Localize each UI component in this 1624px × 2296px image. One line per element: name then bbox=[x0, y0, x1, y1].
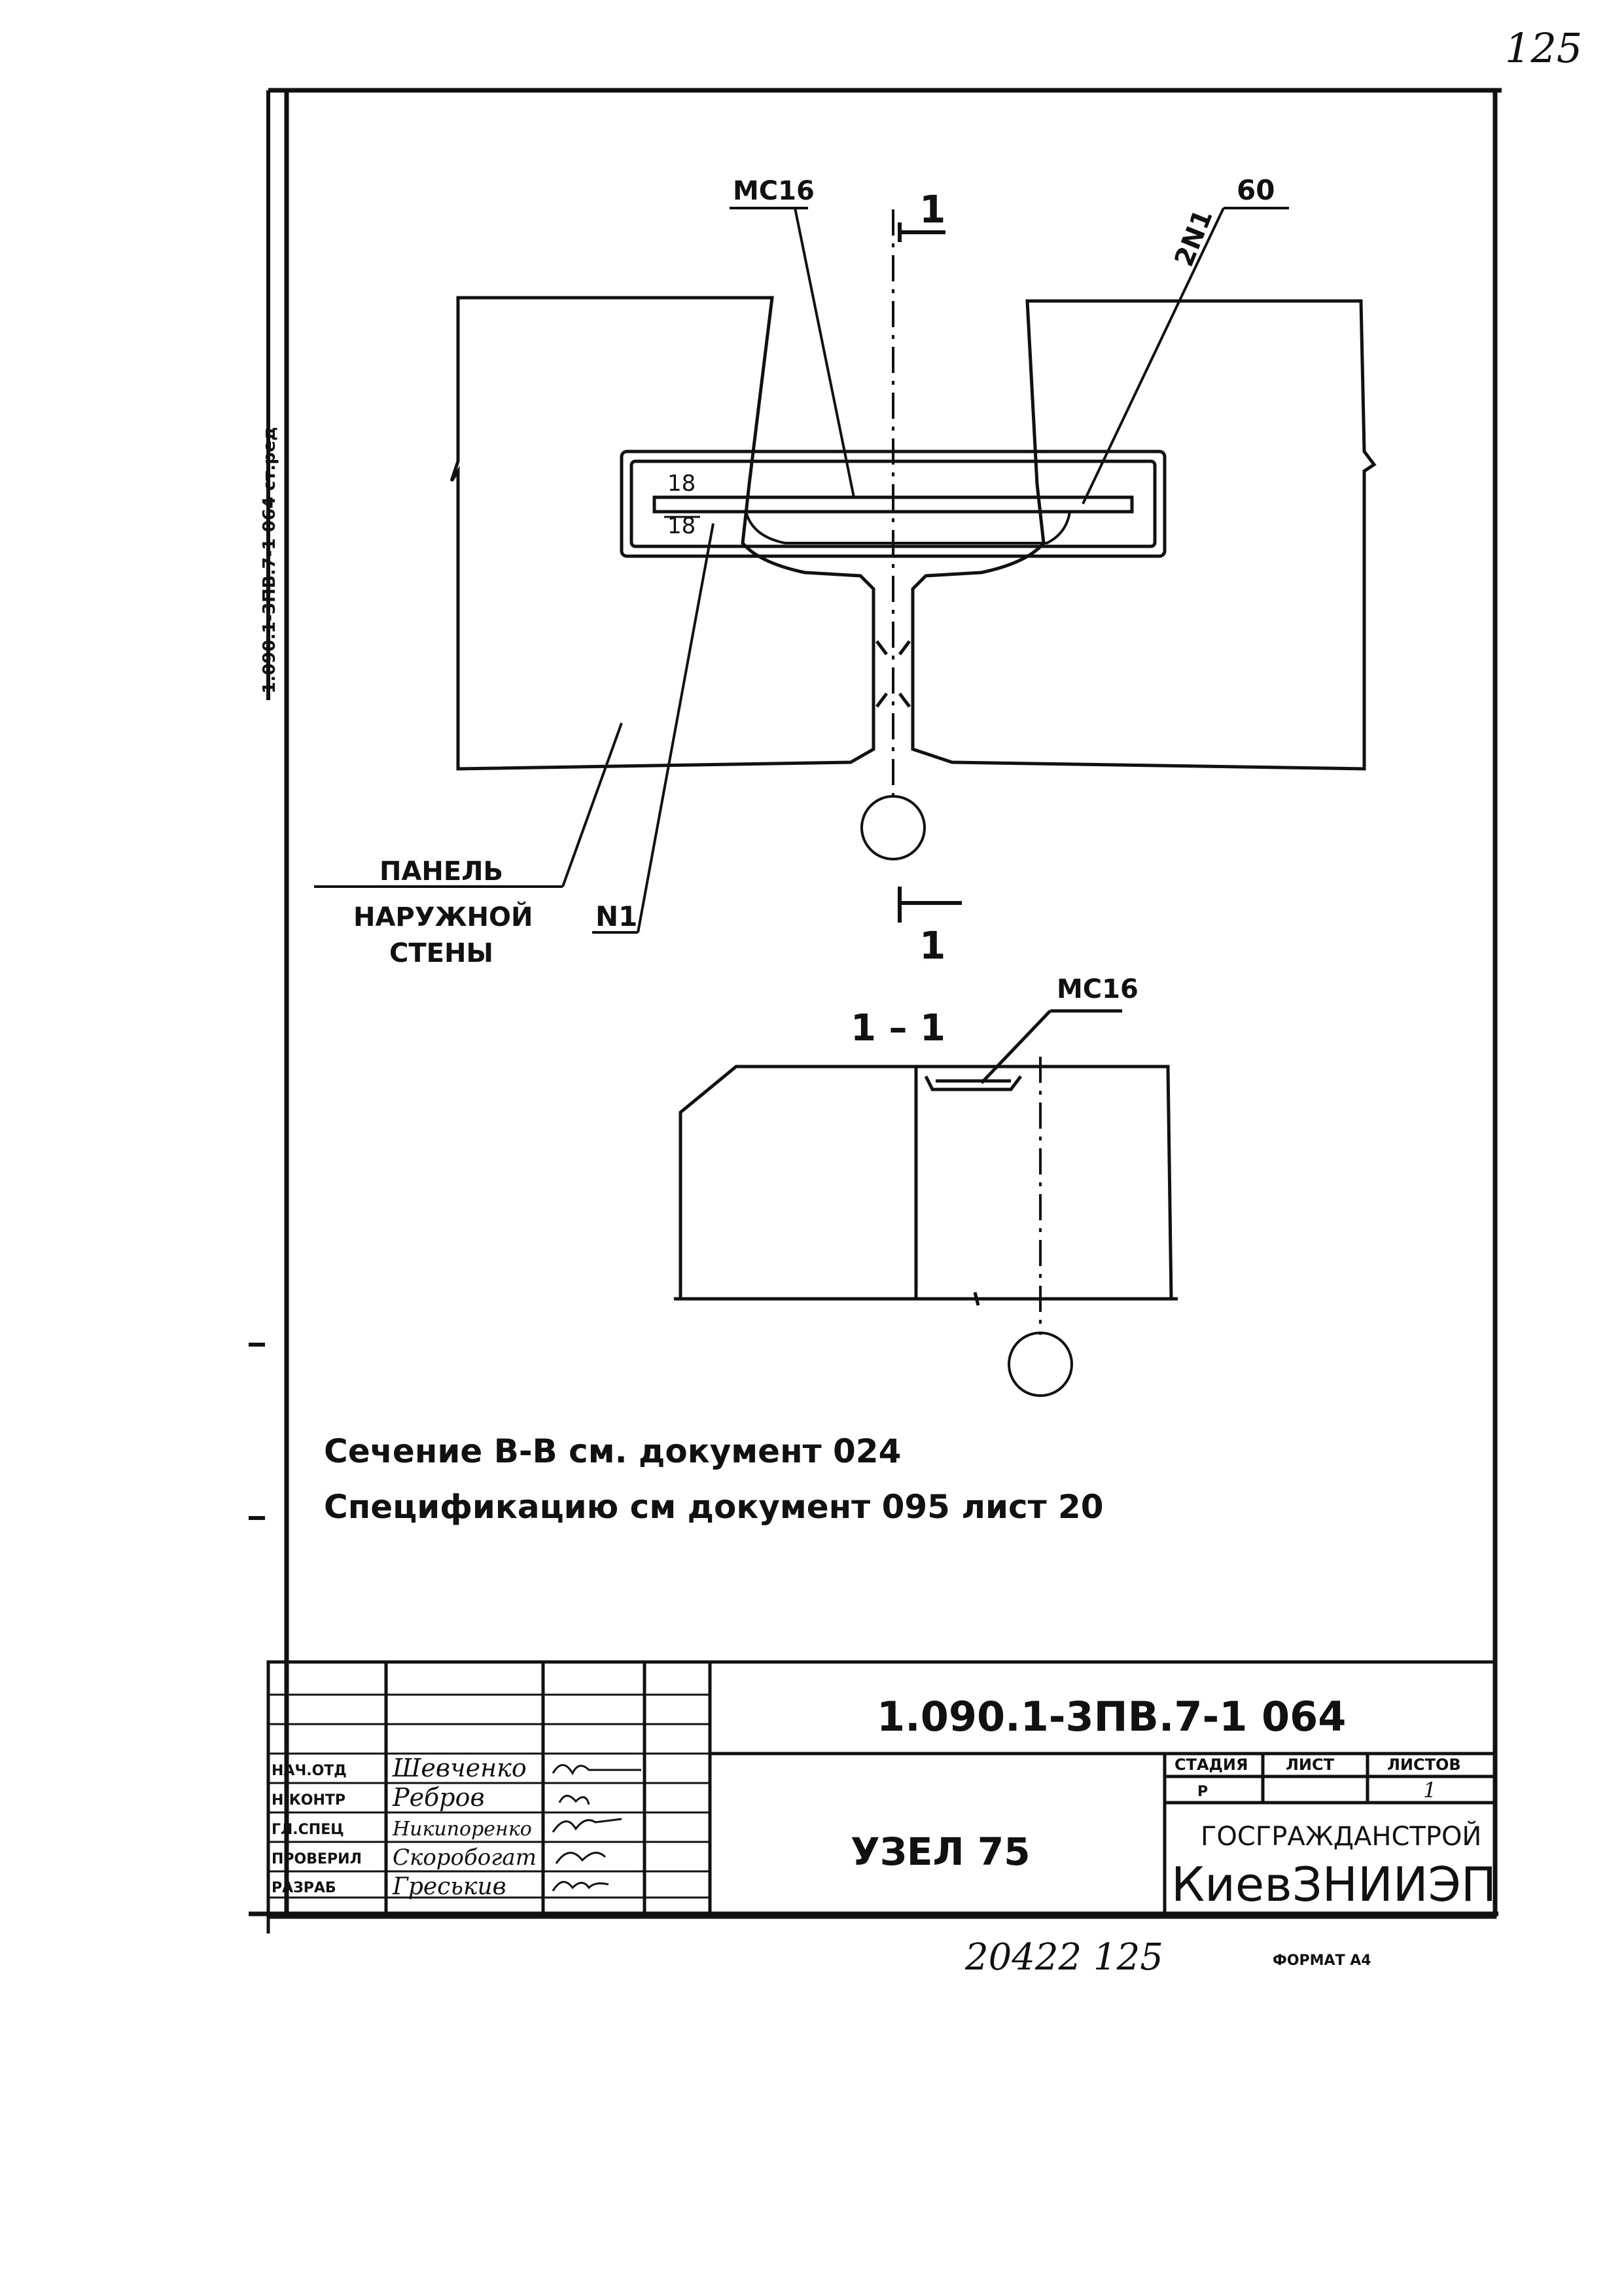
drawing-title: УЗЕЛ 75 bbox=[851, 1829, 1031, 1874]
leader-panel bbox=[314, 722, 623, 888]
leader-bar-mark bbox=[592, 523, 715, 934]
role-3: ГЛ.СПЕЦ bbox=[272, 1822, 344, 1838]
org-line2: КиевЗНИИЭП bbox=[1171, 1857, 1496, 1912]
side-stamp: 1.090.1-3ПВ.7-1 064 ст.ред bbox=[260, 427, 279, 694]
org-line1: ГОСГРАЖДАНСТРОЙ bbox=[1201, 1820, 1481, 1852]
doc-code: 1.090.1-3ПВ.7-1 064 bbox=[877, 1693, 1346, 1740]
label-bar-count: 2N1 bbox=[1169, 205, 1219, 271]
label-panel-line2: НАРУЖНОЙ bbox=[353, 901, 533, 932]
title-block bbox=[266, 1660, 1497, 1934]
section-view bbox=[674, 1009, 1178, 1306]
role-1: НАЧ.ОТД bbox=[272, 1763, 347, 1779]
section-mark-bottom: 1 bbox=[919, 923, 945, 968]
label-angle: 60 bbox=[1237, 174, 1275, 206]
label-panel-line3: СТЕНЫ bbox=[389, 938, 493, 968]
label-panel-line1: ПАНЕЛЬ bbox=[380, 857, 503, 887]
note-1: Сечение В-В см. документ 024 bbox=[324, 1432, 901, 1470]
name-4: Скоробогат bbox=[393, 1845, 537, 1871]
note-2: Спецификацию см документ 095 лист 20 bbox=[324, 1488, 1104, 1526]
sheet-header: ЛИСТ bbox=[1286, 1756, 1335, 1774]
section-mark-top: 1 bbox=[919, 187, 945, 232]
label-weld-top: МС16 bbox=[733, 176, 815, 206]
plan-axis bbox=[860, 209, 926, 860]
name-3: Никипоренко bbox=[392, 1818, 532, 1841]
footer-number: 20422 125 bbox=[964, 1936, 1163, 1979]
stage-header: СТАДИЯ bbox=[1174, 1756, 1248, 1774]
sheets-header: ЛИСТОВ bbox=[1387, 1756, 1461, 1774]
label-bar-mark: N1 bbox=[595, 900, 637, 932]
section-title: 1 – 1 bbox=[851, 1007, 945, 1050]
sheet-frame bbox=[249, 88, 1502, 1916]
role-5: РАЗРАБ bbox=[272, 1880, 336, 1896]
section-cut-marks bbox=[898, 222, 962, 923]
name-5: Греськив bbox=[392, 1873, 506, 1900]
format-label: ФОРМАТ А4 bbox=[1273, 1952, 1371, 1969]
role-2: Н.КОНТР bbox=[272, 1792, 345, 1809]
stage-value: Р bbox=[1197, 1784, 1208, 1800]
plan-view bbox=[450, 296, 1377, 771]
name-2: Ребров bbox=[392, 1783, 485, 1812]
signatures bbox=[552, 1764, 641, 1892]
label-weld-section: МС16 bbox=[1057, 974, 1139, 1004]
leader-weld-top bbox=[730, 207, 855, 498]
label-gap-top: 18 bbox=[667, 470, 696, 497]
binding-margin bbox=[249, 90, 270, 1520]
sheets-value: 1 bbox=[1423, 1778, 1436, 1803]
page-number: 125 bbox=[1505, 24, 1582, 72]
name-1: Шевченко bbox=[392, 1754, 527, 1782]
leader-bar-angle bbox=[1082, 207, 1289, 504]
section-axis bbox=[1008, 1057, 1073, 1397]
role-4: ПРОВЕРИЛ bbox=[272, 1851, 362, 1867]
